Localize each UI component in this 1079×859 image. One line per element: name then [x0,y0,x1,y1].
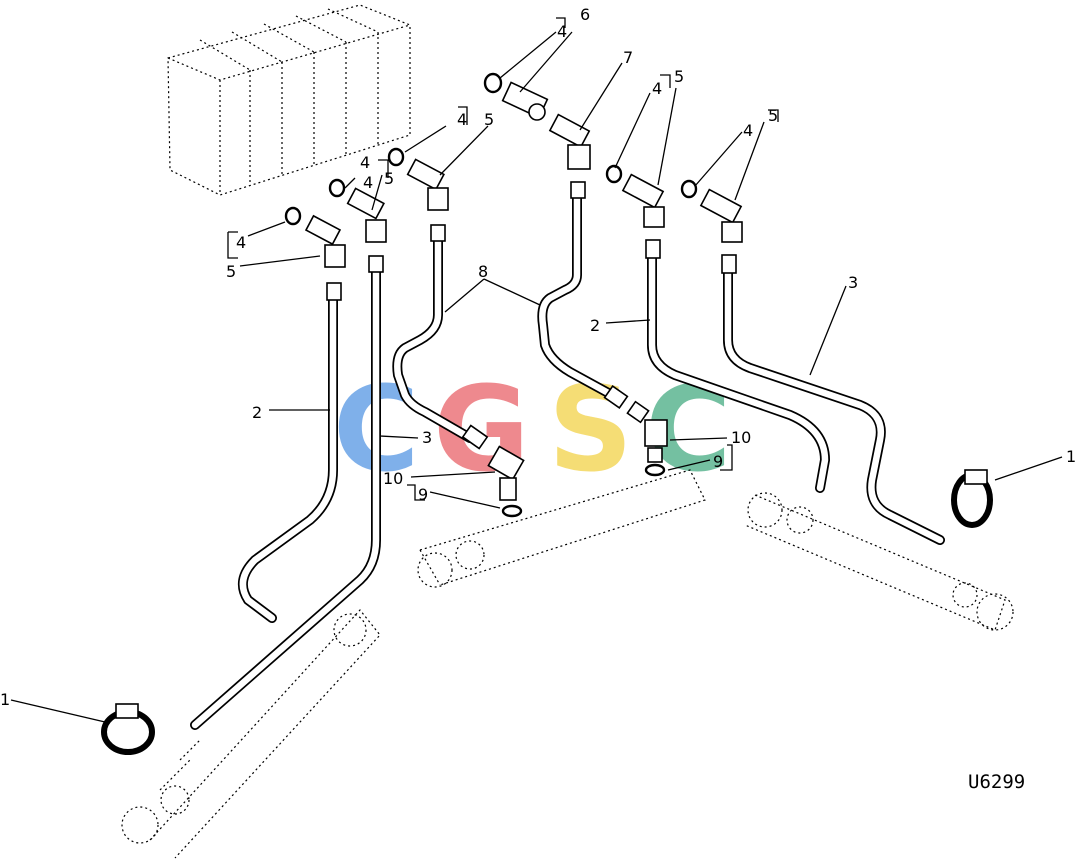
cylinder-left [121,609,381,859]
line-8-right [537,190,617,400]
control-valve-block [167,4,411,196]
hydraulic-lines [190,190,945,730]
cylinder-middle [417,469,706,588]
callout-4-d: 4 [557,22,567,41]
callout-5-a: 5 [226,262,236,281]
callout-3-left: 3 [422,428,432,447]
callout-5-e: 5 [768,106,778,125]
callout-5-d: 5 [674,67,684,86]
elbow-fitting-left-mid [328,178,387,273]
callout-4-g: 4 [363,173,373,192]
leader-lines [10,17,1063,723]
callout-10-left: 10 [383,469,403,488]
callout-8: 8 [478,262,488,281]
callout-4-c: 4 [457,110,467,129]
lower-fitting-left [461,424,525,518]
line-3-left [190,265,381,730]
line-3-right [723,260,945,545]
callout-9-right: 9 [713,452,723,471]
line-2-left [237,295,338,623]
callout-10-right: 10 [731,428,751,447]
callout-6: 6 [580,5,590,24]
callout-9-left: 9 [418,485,428,504]
line-2-right [647,245,830,493]
callout-7: 7 [623,48,633,67]
lower-fitting-right [603,384,668,477]
elbow-fitting-7 [548,113,591,199]
callout-2-right: 2 [590,316,600,335]
line-8-left [392,235,475,443]
drawing-code: U6299 [968,771,1025,793]
hose-clamp-right [951,469,993,528]
cylinder-right [744,492,1014,631]
hose-clamp-left [101,703,155,755]
callout-4-b: 4 [360,153,370,172]
callout-1-left: 1 [0,690,10,709]
callout-4-a: 4 [236,233,246,252]
callout-4-f: 4 [743,121,753,140]
callout-2-left: 2 [252,403,262,422]
callout-5-b: 5 [384,169,394,188]
callout-labels: 1 1 2 2 3 3 4 4 4 4 4 4 4 5 5 5 5 5 6 7 … [0,5,1076,709]
elbow-fitting-right-2 [680,179,743,274]
elbow-fitting-right-1 [605,164,665,259]
callout-1-right: 1 [1066,447,1076,466]
elbow-fitting-left-high [387,147,449,242]
callout-3-right: 3 [848,273,858,292]
elbow-fitting-left-low [284,206,346,301]
callout-5-c: 5 [484,110,494,129]
callout-4-e: 4 [652,79,662,98]
straight-adapter-6 [483,72,549,121]
